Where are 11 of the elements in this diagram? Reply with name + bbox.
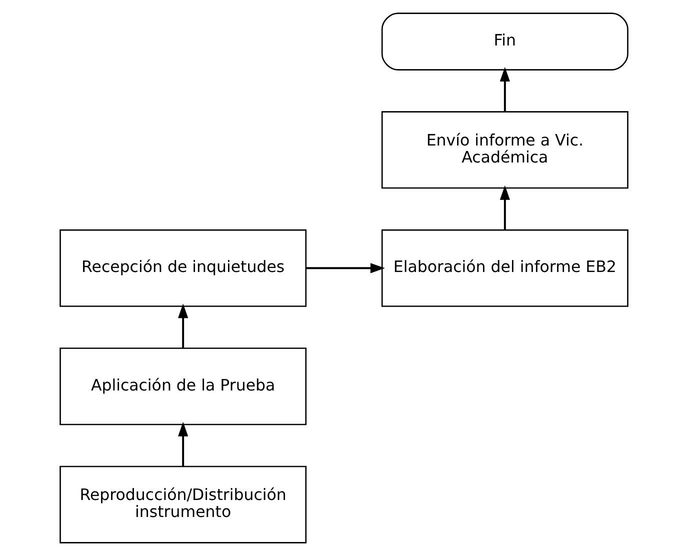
arrow — [178, 422, 188, 466]
node-box: Elaboración del informe EB2 — [380, 229, 628, 307]
arrow — [178, 304, 188, 348]
node-box: Reproducción/Distribución instrumento — [59, 466, 306, 544]
arrow — [499, 185, 510, 230]
node-box: Aplicación de la Prueba — [59, 348, 306, 426]
node-box: Fin — [380, 12, 628, 70]
node-box: Recepción de inquietudes — [59, 229, 306, 307]
node-box: Envío informe a Vic. Académica — [380, 111, 628, 189]
arrow — [499, 67, 510, 112]
arrow — [306, 263, 384, 274]
